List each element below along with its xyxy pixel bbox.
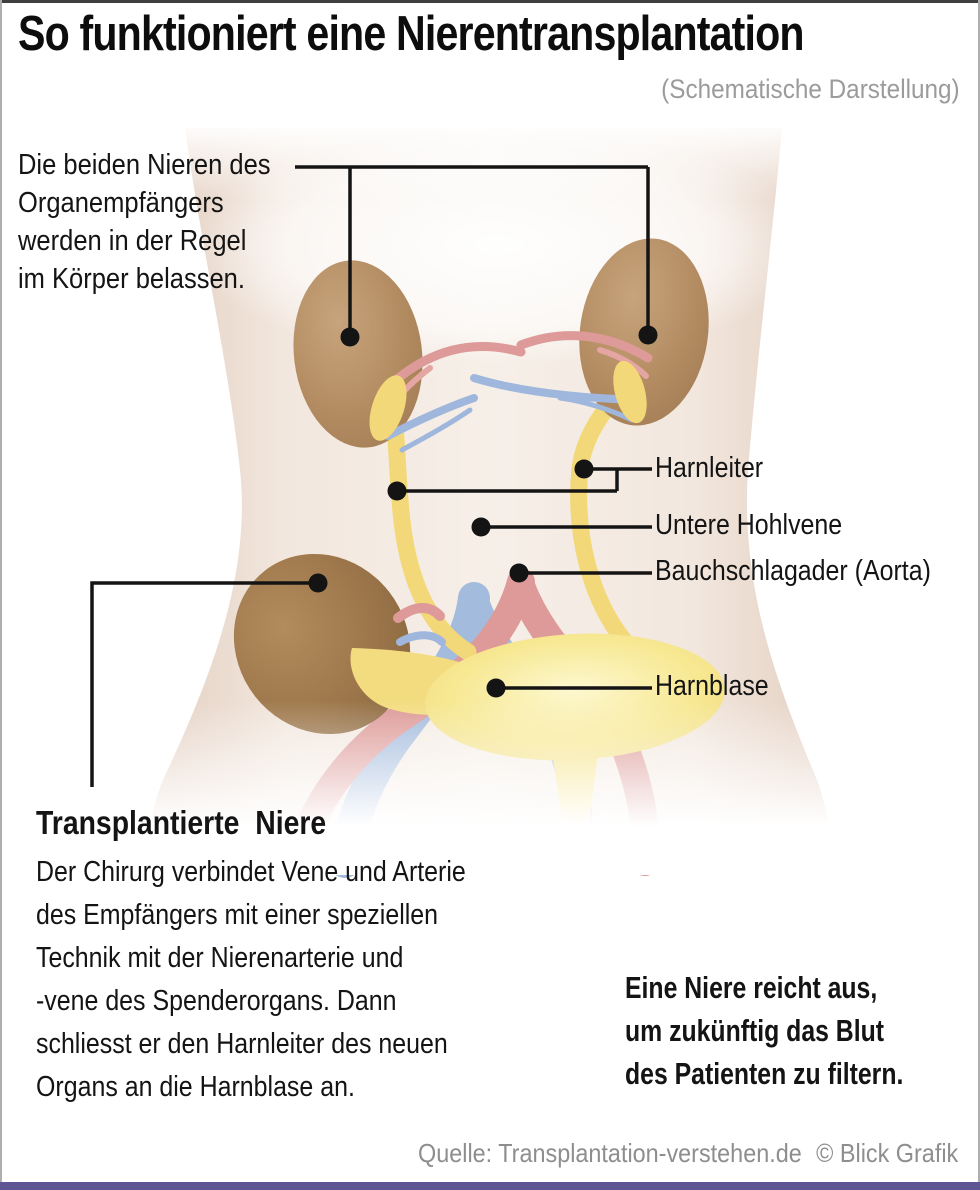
transplant-body: Der Chirurg verbindet Vene und Arterie d… — [36, 851, 536, 1109]
note-line: werden in der Regel — [18, 225, 247, 257]
body-line: Der Chirurg verbindet Vene und Arterie — [36, 856, 466, 888]
top-border-line — [0, 0, 980, 3]
body-line: Technik mit der Nierenarterie und — [36, 942, 404, 974]
highlight-line: Eine Niere reicht aus, — [625, 970, 878, 1005]
body-line: des Empfängers mit einer speziellen — [36, 899, 439, 931]
note-line: Organempfängers — [18, 187, 224, 219]
page-subtitle: (Schematische Darstellung) — [661, 74, 960, 104]
highlight-line: um zukünftig das Blut — [625, 1013, 885, 1048]
page-title: So funktioniert eine Nierentransplantati… — [18, 7, 805, 61]
transplant-heading: Transplantierte Niere — [36, 804, 327, 841]
illustration-bottom-fade — [0, 700, 980, 875]
body-line: -vene des Spenderorgans. Dann — [36, 985, 397, 1017]
body-line: schliesst er den Harnleiter des neuen — [36, 1028, 448, 1060]
leader-transplant — [90, 581, 312, 787]
leader-dots — [308, 325, 658, 698]
leader-lines — [90, 165, 652, 787]
label-harnblase: Harnblase — [655, 670, 769, 702]
native-kidneys-note: Die beiden Nieren des Organempfängers we… — [18, 146, 305, 298]
highlight-note: Eine Niere reicht aus, um zukünftig das … — [625, 966, 973, 1095]
right-border-line — [978, 0, 980, 1190]
label-bauchschlagader-aorta: Bauchschlagader (Aorta) — [655, 555, 931, 587]
highlight-line: des Patienten zu filtern. — [625, 1056, 904, 1091]
leader-native-kidneys — [295, 165, 650, 337]
leader-harnleiter — [402, 467, 652, 493]
bottom-accent-bar — [0, 1182, 980, 1190]
source-credit: Quelle: Transplantation-verstehen.de — [417, 1138, 802, 1168]
copyright-credit: © Blick Grafik — [815, 1138, 958, 1168]
left-border-line — [0, 0, 2, 1190]
native-kidney-left — [293, 260, 526, 453]
footer-credits: Quelle: Transplantation-verstehen.de © Bl… — [358, 1138, 958, 1169]
note-line: Die beiden Nieren des — [18, 149, 271, 181]
note-line: im Körper belassen. — [18, 263, 245, 295]
label-harnleiter: Harnleiter — [655, 452, 764, 484]
label-untere-hohlvene: Untere Hohlvene — [655, 509, 843, 541]
body-line: Organs an die Harnblase an. — [36, 1071, 355, 1103]
